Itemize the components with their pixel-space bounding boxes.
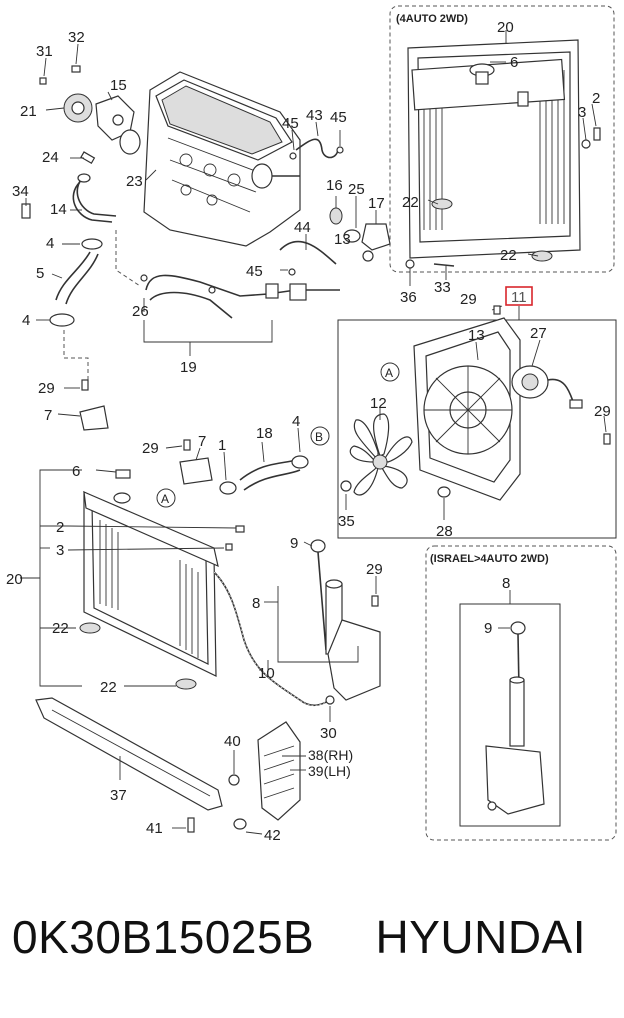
callout-21: 21 bbox=[20, 103, 37, 120]
callout-8b: 8 bbox=[502, 575, 510, 592]
callout-30: 30 bbox=[320, 725, 337, 742]
callout-23: 23 bbox=[126, 173, 143, 190]
callout-37: 37 bbox=[110, 787, 127, 804]
callout-26: 26 bbox=[132, 303, 149, 320]
callout-24: 24 bbox=[42, 149, 59, 166]
highlight-part-11[interactable]: 29 11 bbox=[460, 286, 533, 315]
callout-32: 32 bbox=[68, 29, 85, 46]
inset-4auto-label: (4AUTO 2WD) bbox=[396, 13, 468, 25]
footer: 0K30B15025B HYUNDAI bbox=[12, 910, 612, 980]
callout-29-fan: 29 bbox=[594, 403, 611, 420]
part-number: 0K30B15025B bbox=[12, 911, 315, 963]
callout-8: 8 bbox=[252, 595, 260, 612]
callout-4c: 4 bbox=[292, 413, 300, 430]
callout-19: 19 bbox=[180, 359, 197, 376]
callout-1: 1 bbox=[218, 437, 226, 454]
callout-6: 6 bbox=[510, 54, 518, 71]
callout-7b: 7 bbox=[198, 433, 206, 450]
callout-36: 36 bbox=[400, 289, 417, 306]
callout-20: 20 bbox=[497, 19, 514, 36]
ref-b: B bbox=[315, 430, 323, 444]
ref-a-fan: A bbox=[385, 366, 393, 380]
brand-name: HYUNDAI bbox=[375, 911, 587, 963]
inset-israel: (ISRAEL>4AUTO 2WD) 8 9 bbox=[425, 545, 617, 841]
inset-israel-label: (ISRAEL>4AUTO 2WD) bbox=[430, 553, 549, 565]
callout-34: 34 bbox=[12, 183, 29, 200]
callout-11: 11 bbox=[511, 289, 527, 306]
label-38-rh: 38(RH) bbox=[308, 747, 353, 763]
callout-29-top: 29 bbox=[460, 291, 477, 308]
callout-22: 22 bbox=[402, 194, 419, 211]
callout-40: 40 bbox=[224, 733, 241, 750]
callout-20b: 20 bbox=[6, 571, 23, 588]
callout-14: 14 bbox=[50, 201, 67, 218]
callout-41: 41 bbox=[146, 820, 163, 837]
callout-6b: 6 bbox=[72, 463, 80, 480]
callout-9b: 9 bbox=[484, 620, 492, 637]
callout-43: 43 bbox=[306, 107, 323, 124]
reservoir-assembly: 9 8 29 10 30 bbox=[213, 535, 383, 742]
callout-28: 28 bbox=[436, 523, 453, 540]
callout-18: 18 bbox=[256, 425, 273, 442]
callout-9: 9 bbox=[290, 535, 298, 552]
callout-13: 13 bbox=[334, 231, 351, 248]
callout-45c: 45 bbox=[246, 263, 263, 280]
callout-29-mid: 29 bbox=[142, 440, 159, 457]
callout-10: 10 bbox=[258, 665, 275, 682]
fan-blade bbox=[349, 413, 413, 496]
callout-13b: 13 bbox=[468, 327, 485, 344]
callout-3b: 3 bbox=[56, 542, 64, 559]
main-radiator: A 6 2 3 20 22 22 bbox=[6, 463, 245, 696]
callout-27: 27 bbox=[530, 325, 547, 342]
callout-45: 45 bbox=[282, 115, 299, 132]
callout-31: 31 bbox=[36, 43, 53, 60]
callout-7: 7 bbox=[44, 407, 52, 424]
callout-2: 2 bbox=[592, 90, 600, 107]
callout-3: 3 bbox=[578, 104, 586, 121]
callout-42: 42 bbox=[264, 827, 281, 844]
callout-16: 16 bbox=[326, 177, 343, 194]
callout-22d: 22 bbox=[100, 679, 117, 696]
callout-35: 35 bbox=[338, 513, 355, 530]
callout-15: 15 bbox=[110, 77, 127, 94]
highlight-box bbox=[505, 286, 533, 306]
parts-diagram: (4AUTO 2WD) 20 6 2 3 22 22 bbox=[6, 5, 617, 844]
ref-a-radiator: A bbox=[161, 492, 169, 506]
callout-22c: 22 bbox=[52, 620, 69, 637]
callout-45b: 45 bbox=[330, 109, 347, 126]
callout-5: 5 bbox=[36, 265, 44, 282]
inset-4auto-2wd: (4AUTO 2WD) 20 6 2 3 22 22 bbox=[389, 5, 615, 273]
callout-12: 12 bbox=[370, 395, 387, 412]
callout-29-left: 29 bbox=[38, 380, 55, 397]
callout-29-res: 29 bbox=[366, 561, 383, 578]
callout-22b: 22 bbox=[500, 247, 517, 264]
label-39-lh: 39(LH) bbox=[308, 763, 351, 779]
callout-2b: 2 bbox=[56, 519, 64, 536]
engine-block: 31 32 15 21 24 23 34 14 4 5 4 45 43 45 1… bbox=[12, 29, 455, 380]
callout-17: 17 bbox=[368, 195, 385, 212]
callout-44: 44 bbox=[294, 219, 311, 236]
mount-brackets: 29 7 29 7 1 18 4 B bbox=[38, 379, 330, 495]
callout-4: 4 bbox=[46, 235, 54, 252]
callout-25: 25 bbox=[348, 181, 365, 198]
air-guides: 37 40 38(RH) 39(LH) 41 42 bbox=[35, 697, 353, 844]
fan-shroud-box: A 13 27 12 29 35 28 bbox=[337, 306, 617, 540]
callout-33: 33 bbox=[434, 279, 451, 296]
callout-4b: 4 bbox=[22, 312, 30, 329]
